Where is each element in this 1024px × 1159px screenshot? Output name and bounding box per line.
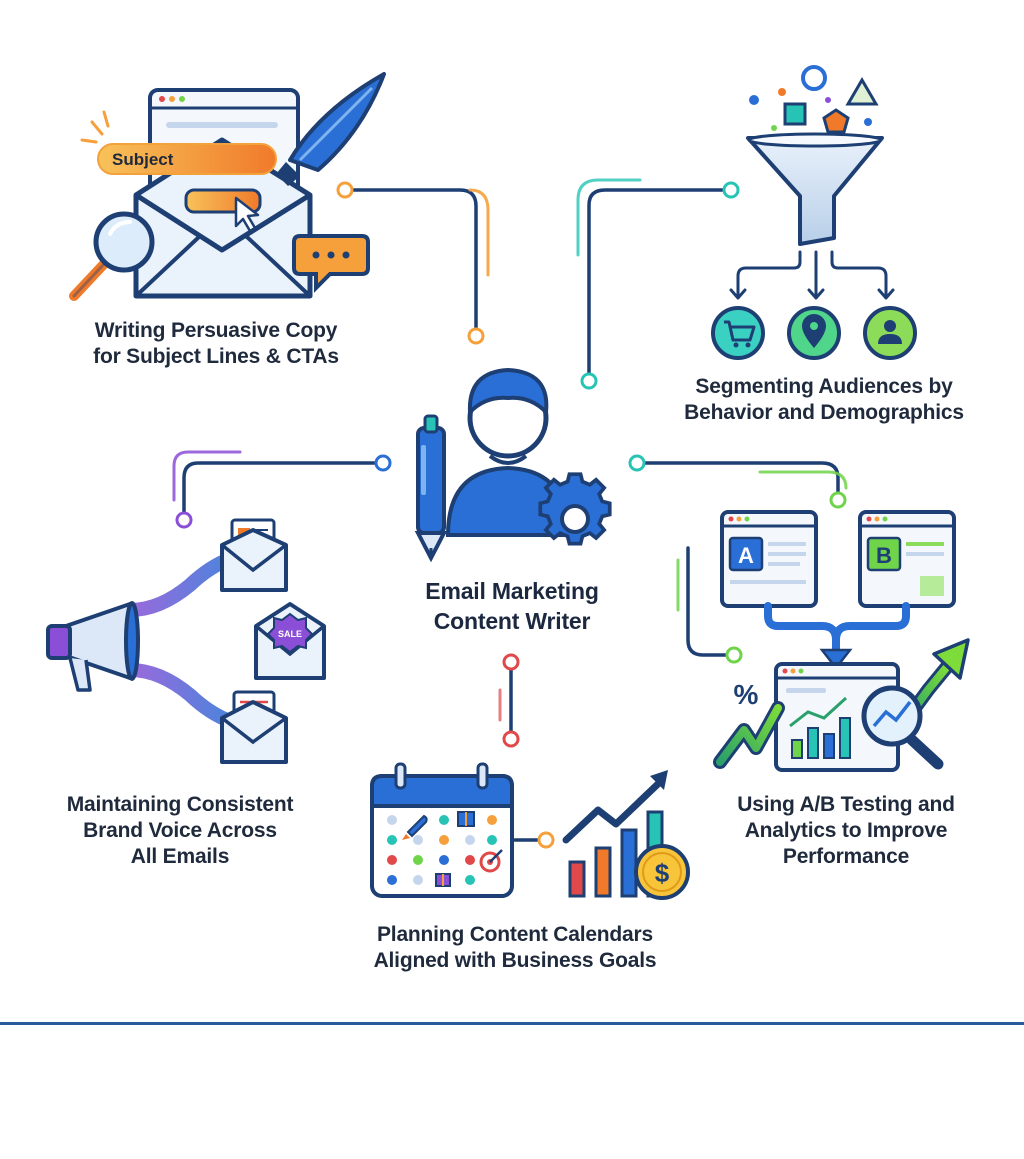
writer-person-icon	[445, 367, 571, 537]
quill-pen-icon	[276, 72, 386, 186]
variant-a-letter: A	[738, 543, 754, 568]
gift-icon-small	[435, 873, 451, 887]
subject-field-text: Subject	[112, 150, 174, 169]
brand-illustration: SALE	[46, 518, 326, 764]
node-label-copy: Writing Persuasive Copy for Subject Line…	[66, 318, 366, 370]
node-label-line: Using A/B Testing and	[737, 793, 955, 816]
sale-tag-text: SALE	[278, 629, 302, 639]
growth-bar-chart-icon	[562, 770, 668, 898]
segment-illustration	[711, 65, 917, 360]
node-label-line: Performance	[782, 845, 910, 868]
node-label-segment: Segmenting Audiences by Behavior and Dem…	[664, 374, 984, 426]
dollar-symbol: $	[655, 858, 670, 888]
connectors	[172, 178, 848, 849]
node-label-calendar: Planning Content Calendars Aligned with …	[352, 922, 678, 974]
node-label-line: Analytics to Improve	[744, 819, 948, 842]
cart-segment-icon	[711, 306, 765, 360]
connector-brand	[182, 461, 378, 516]
split-arrows	[729, 250, 895, 300]
percent-symbol: %	[734, 679, 759, 710]
calendar-illustration: $	[370, 762, 690, 900]
chat-bubble-icon	[292, 234, 370, 293]
subject-field: Subject	[97, 143, 277, 175]
pen-icon	[414, 414, 448, 563]
sale-envelope-icon: SALE	[254, 602, 326, 680]
gear-icon	[538, 472, 612, 546]
funnel-icon	[746, 136, 884, 246]
connector-copy	[350, 188, 478, 332]
variant-b-window: B	[858, 510, 956, 608]
center-label-line: Email Marketing	[425, 578, 599, 604]
analytics-dashboard-window	[774, 662, 900, 772]
gift-icon	[457, 811, 475, 827]
circle-shape	[801, 65, 827, 91]
analytics-magnifier-icon	[861, 685, 944, 770]
node-label-line: Segmenting Audiences by	[695, 375, 953, 398]
node-label-line: Aligned with Business Goals	[373, 949, 657, 972]
dollar-coin-icon: $	[634, 844, 690, 900]
cursor-icon	[234, 196, 260, 233]
copy-illustration: Subject	[69, 72, 386, 301]
target-icon	[479, 849, 503, 873]
connector-abtest	[642, 461, 840, 496]
connector-segment	[587, 188, 726, 382]
node-label-abtest: Using A/B Testing and Analytics to Impro…	[706, 792, 986, 870]
megaphone-icon	[46, 601, 140, 692]
center-label: Email Marketing Content Writer	[392, 576, 632, 636]
abtest-illustration: A B	[713, 510, 970, 772]
pentagon-shape	[822, 108, 850, 134]
triangle-shape	[845, 77, 879, 106]
receipt-envelope-icon	[220, 690, 288, 764]
location-segment-icon	[787, 306, 841, 360]
magnifier-icon	[69, 211, 155, 301]
node-label-line: Writing Persuasive Copy	[94, 319, 338, 342]
calendar-icon	[370, 762, 514, 898]
node-label-line: Behavior and Demographics	[684, 401, 964, 424]
node-label-line: Brand Voice Across	[83, 819, 277, 842]
node-label-line: Planning Content Calendars	[377, 923, 653, 946]
footer-divider	[0, 1022, 1024, 1025]
newsletter-envelope-icon	[220, 518, 288, 592]
center-label-line: Content Writer	[433, 608, 591, 634]
node-label-brand: Maintaining Consistent Brand Voice Acros…	[40, 792, 320, 870]
voice-beams	[123, 551, 263, 729]
node-label-line: for Subject Lines & CTAs	[93, 345, 339, 368]
node-label-line: All Emails	[130, 845, 230, 868]
node-label-line: Maintaining Consistent	[66, 793, 294, 816]
variant-b-letter: B	[876, 543, 892, 568]
rocket-icon	[406, 814, 428, 838]
user-segment-icon	[863, 306, 917, 360]
spark-lines	[80, 110, 110, 144]
variant-a-window: A	[720, 510, 818, 608]
square-shape	[783, 102, 807, 126]
